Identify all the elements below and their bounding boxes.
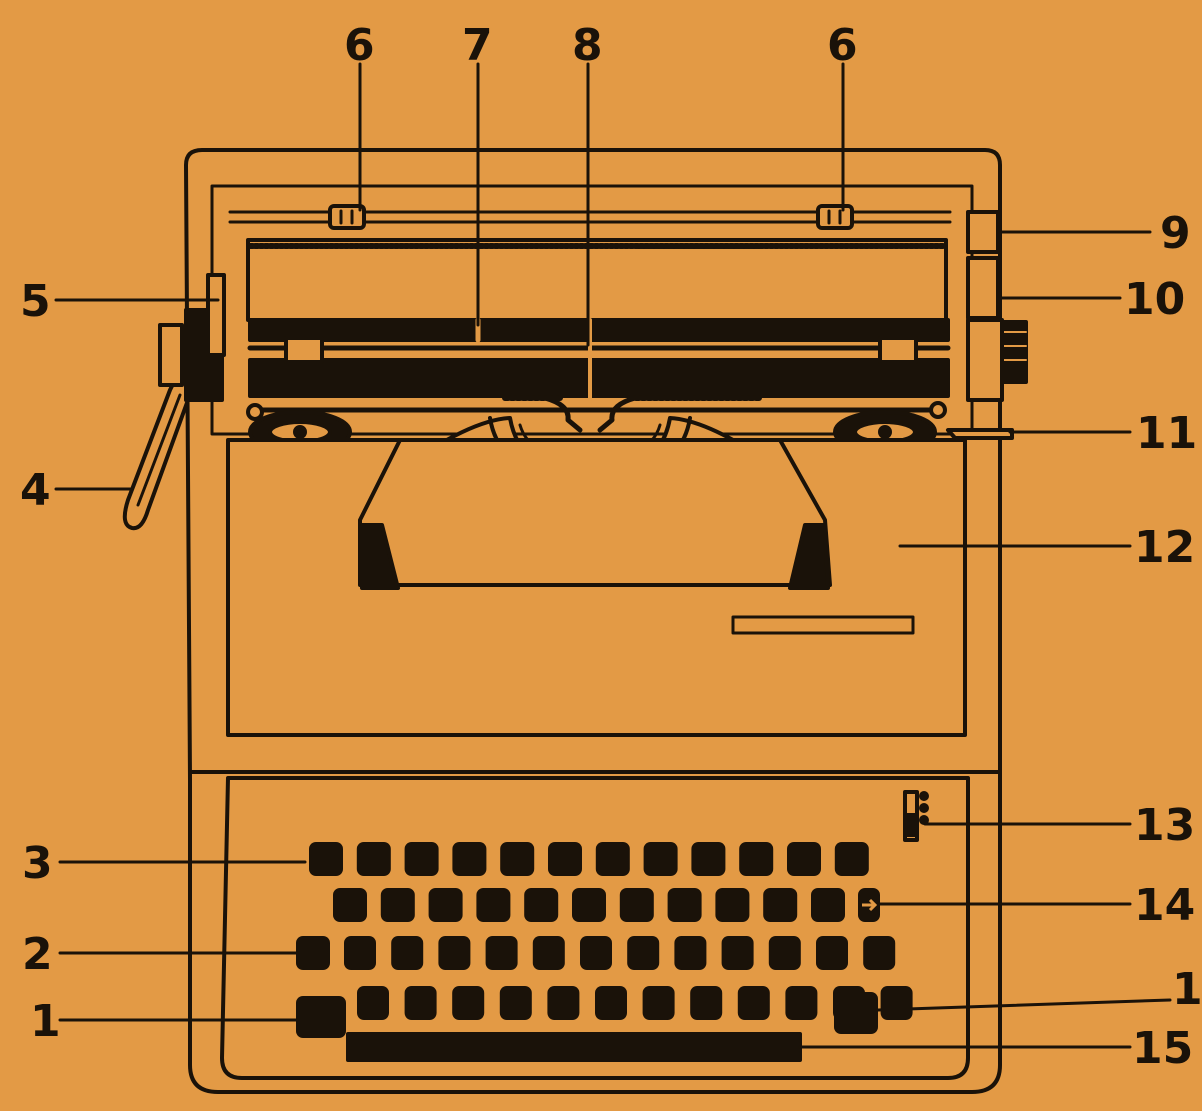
key-row2-8 [668,888,702,922]
key-row1-2 [357,842,391,876]
key-row2-9 [715,888,749,922]
lever-groove [138,395,180,505]
cover-opening [360,440,830,585]
key-row1-6 [548,842,582,876]
key-row4-1 [357,986,389,1020]
key-row4-3 [452,986,484,1020]
switch-dot-2 [921,805,927,811]
key-row2-3 [429,888,463,922]
platen-roller [248,240,946,320]
key-row4-8 [690,986,722,1020]
callout-14: 14 [1134,880,1195,931]
key-row3-4 [486,936,518,970]
key-row3-12 [863,936,895,970]
switch-dot-1 [921,793,927,799]
keyboard [296,842,913,1038]
shift-key-right [834,992,878,1034]
callout-12: 12 [1134,522,1195,573]
key-row1-3 [405,842,439,876]
key-row2-5 [524,888,558,922]
rail-end-left [248,405,262,419]
ribbon-switch-knob [905,815,917,835]
callout-1-left: 1 [30,996,61,1047]
type-guide-right [600,398,635,430]
rail-end-right [931,403,945,417]
left-platen-knob-housing [208,275,224,355]
lever-hub [160,325,182,385]
callout-8: 8 [572,20,603,71]
key-row1-11 [787,842,821,876]
key-row1-1 [309,842,343,876]
ribbon-selector [948,430,1012,438]
shift-key-left [296,996,346,1038]
key-row4-5 [547,986,579,1020]
key-row1-4 [452,842,486,876]
switch-dot-3 [921,817,927,823]
key-row1-7 [596,842,630,876]
callout-15: 15 [1132,1023,1193,1074]
key-row3-3 [438,936,470,970]
key-row1-9 [691,842,725,876]
callout-6-right: 6 [827,20,858,71]
key-row4-6 [595,986,627,1020]
key-row1-5 [500,842,534,876]
carriage-release-lever [968,212,998,252]
key-row3-8 [674,936,706,970]
callout-7: 7 [462,20,493,71]
key-row3-7 [627,936,659,970]
key-row2-4 [476,888,510,922]
callout-9: 9 [1160,208,1191,259]
callout-11: 11 [1136,408,1197,459]
callout-1-right: 1 [1172,964,1202,1015]
paper-bail-bar [250,320,948,340]
callout-10: 10 [1124,274,1185,325]
key-row3-5 [533,936,565,970]
callout-2: 2 [22,929,53,980]
key-row4-7 [643,986,675,1020]
key-row2-1 [333,888,367,922]
space-bar [348,1034,800,1060]
key-row4-2 [405,986,437,1020]
key-row2-2 [381,888,415,922]
key-row4-12 [881,986,913,1020]
key-row3-1 [344,936,376,970]
right-carriage-end [968,320,1002,400]
key-row2-6 [572,888,606,922]
key-row1-8 [644,842,678,876]
margin-stop-right [818,206,852,228]
key-row1-10 [739,842,773,876]
callout-13: 13 [1134,800,1195,851]
key-row3-10 [769,936,801,970]
paper-bail-roller-band [250,360,948,396]
key-row2-10 [763,888,797,922]
bail-roller-left [286,338,322,362]
callout-4: 4 [20,465,51,516]
key-row3-6 [580,936,612,970]
key-row2-7 [620,888,654,922]
callout-6-left: 6 [344,20,375,71]
type-guide-left [545,398,580,430]
key-row3-2 [391,936,423,970]
key-row1-12 [835,842,869,876]
key-row4-10 [785,986,817,1020]
leader-1-right [878,1000,1170,1010]
shift-lock-key [296,936,330,970]
key-row4-4 [500,986,532,1020]
bail-roller-right [880,338,916,362]
key-row2-11 [811,888,845,922]
callout-3: 3 [22,838,53,889]
key-row3-11 [816,936,848,970]
key-row4-9 [738,986,770,1020]
key-row3-9 [722,936,754,970]
callout-5: 5 [20,276,51,327]
line-space-lever [968,258,998,318]
